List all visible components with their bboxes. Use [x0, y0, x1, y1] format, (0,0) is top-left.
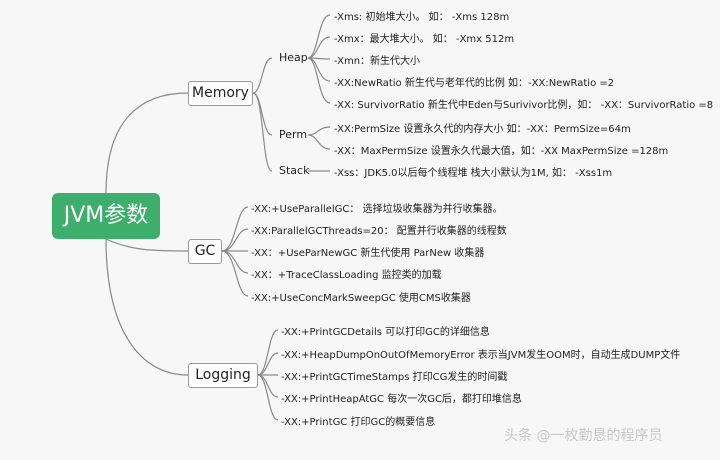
gc-item-traceclassloading[interactable]: -XX：+TraceClassLoading 监控类的加载	[251, 270, 442, 281]
logging-item-printgctimestamps[interactable]: -XX:+PrintGCTimeStamps 打印CG发生的时间戳	[281, 372, 508, 383]
root-node[interactable]: JVM参数	[52, 193, 160, 239]
heap-item-xmx[interactable]: -Xmx：最大堆大小。 如： -Xmx 512m	[334, 34, 515, 45]
logging-item-printgc[interactable]: -XX:+PrintGC 打印GC的概要信息	[281, 417, 436, 428]
heap-item-xms[interactable]: -Xms: 初始堆大小。 如： -Xms 128m	[334, 12, 510, 23]
perm-item-maxpermsize[interactable]: -XX：MaxPermSize 设置永久代最大值，如：-XX MaxPermSi…	[334, 146, 669, 157]
stack-item-xss[interactable]: -Xss：JDK5.0以后每个线程堆 栈大小默认为1M, 如： -Xss1m	[334, 168, 613, 179]
heap-item-survivorratio[interactable]: -XX: SurvivorRatio 新生代中Eden与Surivivor比例，…	[334, 100, 714, 111]
subbranch-stack[interactable]: Stack	[279, 164, 310, 177]
logging-item-printheapatgc[interactable]: -XX:+PrintHeapAtGC 每次一次GC后，都打印堆信息	[281, 394, 522, 405]
branch-gc[interactable]: GC	[188, 239, 222, 264]
logging-item-printgcdetails[interactable]: -XX:+PrintGCDetails 可以打印GC的详细信息	[281, 327, 490, 338]
heap-item-newratio[interactable]: -XX:NewRatio 新生代与老年代的比例 如：-XX:NewRatio =…	[334, 78, 615, 89]
heap-item-xmn[interactable]: -Xmn：新生代大小	[334, 56, 421, 67]
gc-item-useconcmarksweepgc[interactable]: -XX:+UseConcMarkSweepGC 使用CMS收集器	[251, 293, 471, 304]
perm-item-permsize[interactable]: -XX:PermSize 设置永久代的内存大小 如：-XX：PermSize=6…	[334, 124, 631, 135]
branch-memory[interactable]: Memory	[188, 81, 253, 106]
gc-item-parallelgcthreads[interactable]: -XX:ParallelGCThreads=20： 配置并行收集器的线程数	[251, 226, 507, 237]
subbranch-heap[interactable]: Heap	[279, 51, 308, 64]
gc-item-useparallelgc[interactable]: -XX:+UseParallelGC： 选择垃圾收集器为并行收集器。	[251, 204, 503, 215]
branch-logging[interactable]: Logging	[188, 363, 258, 388]
subbranch-perm[interactable]: Perm	[279, 128, 308, 141]
logging-item-heapdumponoom[interactable]: -XX:+HeapDumpOnOutOfMemoryError 表示当JVM发生…	[281, 350, 681, 361]
watermark: 头条 @一枚勤恳的程序员	[504, 428, 663, 444]
gc-item-useparnewgc[interactable]: -XX：+UseParNewGC 新生代使用 ParNew 收集器	[251, 248, 485, 259]
